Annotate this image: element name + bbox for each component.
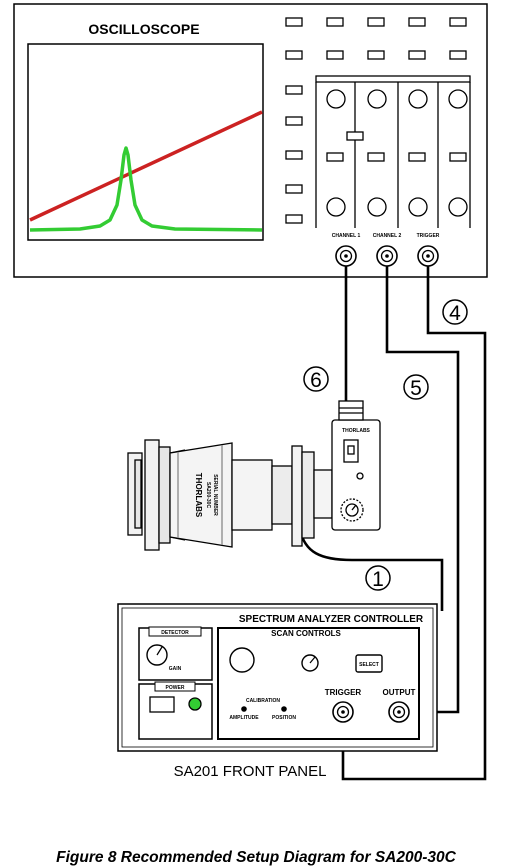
- amplitude-label: AMPLITUDE: [229, 715, 259, 721]
- knob[interactable]: [448, 89, 468, 109]
- connection-label-4: 4: [442, 299, 468, 325]
- cable-5: [385, 266, 460, 714]
- panel-caption: SA201 FRONT PANEL: [174, 763, 327, 780]
- connection-label-1: 1: [365, 565, 391, 591]
- oscilloscope-screen: [27, 43, 264, 241]
- analyzer-model: SA200-30C: [205, 482, 211, 509]
- scope-button[interactable]: [367, 50, 385, 60]
- analyzer-serial: SERIAL NUMBER: [212, 474, 218, 516]
- scope-button[interactable]: [326, 50, 344, 60]
- scope-button[interactable]: [326, 152, 344, 162]
- svg-text:6: 6: [310, 369, 322, 392]
- scan-controls-label: SCAN CONTROLS: [271, 629, 341, 638]
- power-label: POWER: [166, 685, 185, 691]
- svg-text:1: 1: [372, 568, 384, 591]
- channel2-label: CHANNEL 2: [373, 233, 402, 239]
- select-button[interactable]: [355, 654, 383, 673]
- controller-title: SPECTRUM ANALYZER CONTROLLER: [239, 614, 424, 625]
- select-label: SELECT: [359, 662, 379, 668]
- channel-slider[interactable]: [346, 131, 364, 141]
- controller-output-label: OUTPUT: [383, 688, 416, 697]
- scope-button[interactable]: [285, 116, 303, 126]
- figure-caption: Figure 8 Recommended Setup Diagram for S…: [56, 849, 456, 866]
- oscilloscope-title: OSCILLOSCOPE: [88, 21, 199, 37]
- knob[interactable]: [367, 197, 387, 217]
- controller-trigger-connector[interactable]: [332, 701, 354, 723]
- scan-offset-knob[interactable]: [229, 647, 255, 673]
- scope-button[interactable]: [408, 152, 426, 162]
- position-label: POSITION: [272, 715, 296, 721]
- scope-button[interactable]: [408, 17, 426, 27]
- analyzer-brand: THORLABS: [194, 473, 203, 518]
- channel-columns: [315, 82, 471, 228]
- position-trim[interactable]: [281, 706, 287, 712]
- power-switch[interactable]: [149, 696, 175, 713]
- photodetector-bnc[interactable]: [338, 400, 364, 421]
- analyzer-barrel: [169, 442, 233, 548]
- knob[interactable]: [408, 89, 428, 109]
- photodetector-led: [356, 472, 364, 480]
- knob[interactable]: [367, 89, 387, 109]
- side-buttons: [285, 85, 303, 224]
- scope-button[interactable]: [326, 17, 344, 27]
- knob[interactable]: [326, 197, 346, 217]
- fabry-perot-analyzer: THORLABS SA200-30C SERIAL NUMBER THORLAB…: [127, 400, 381, 551]
- knob[interactable]: [408, 197, 428, 217]
- sa201-controller: SPECTRUM ANALYZER CONTROLLER DETECTOR GA…: [117, 603, 438, 752]
- scope-button[interactable]: [285, 150, 303, 160]
- connection-label-5: 5: [403, 374, 429, 400]
- controller-output-connector[interactable]: [388, 701, 410, 723]
- scope-trigger-label: TRIGGER: [417, 233, 440, 239]
- scan-controls-section: [217, 627, 420, 740]
- detector-label: DETECTOR: [161, 630, 189, 636]
- knob[interactable]: [448, 197, 468, 217]
- scope-button[interactable]: [367, 152, 385, 162]
- top-buttons: [285, 17, 467, 60]
- controller-trigger-label: TRIGGER: [325, 688, 362, 697]
- scope-button[interactable]: [285, 85, 303, 95]
- gain-label: GAIN: [169, 666, 182, 672]
- calibration-label: CALIBRATION: [246, 698, 280, 704]
- scope-button[interactable]: [285, 184, 303, 194]
- power-led: [188, 697, 202, 711]
- scope-button[interactable]: [285, 17, 303, 27]
- cavity-peak-trace: [29, 146, 263, 232]
- svg-text:5: 5: [410, 377, 422, 400]
- amplitude-trim[interactable]: [241, 706, 247, 712]
- scope-button[interactable]: [408, 50, 426, 60]
- scope-button[interactable]: [449, 50, 467, 60]
- scope-button[interactable]: [285, 214, 303, 224]
- connection-labels: 6 5 4 1: [303, 299, 468, 591]
- scope-button[interactable]: [449, 152, 467, 162]
- oscilloscope: OSCILLOSCOPE: [13, 3, 488, 278]
- channel1-label: CHANNEL 1: [332, 233, 361, 239]
- connection-label-6: 6: [303, 366, 329, 392]
- photodetector-label: THORLABS: [342, 428, 370, 434]
- channel-knobs: [326, 89, 468, 217]
- channel2-connector[interactable]: [376, 245, 398, 267]
- cable-4: [341, 266, 487, 781]
- scope-button[interactable]: [449, 17, 467, 27]
- scope-trigger-connector[interactable]: [417, 245, 439, 267]
- svg-text:4: 4: [449, 302, 461, 325]
- knob[interactable]: [326, 89, 346, 109]
- scope-button[interactable]: [367, 17, 385, 27]
- control-bar: [315, 75, 471, 83]
- scope-button[interactable]: [285, 50, 303, 60]
- ramp-trace: [29, 110, 263, 222]
- channel1-connector[interactable]: [335, 245, 357, 267]
